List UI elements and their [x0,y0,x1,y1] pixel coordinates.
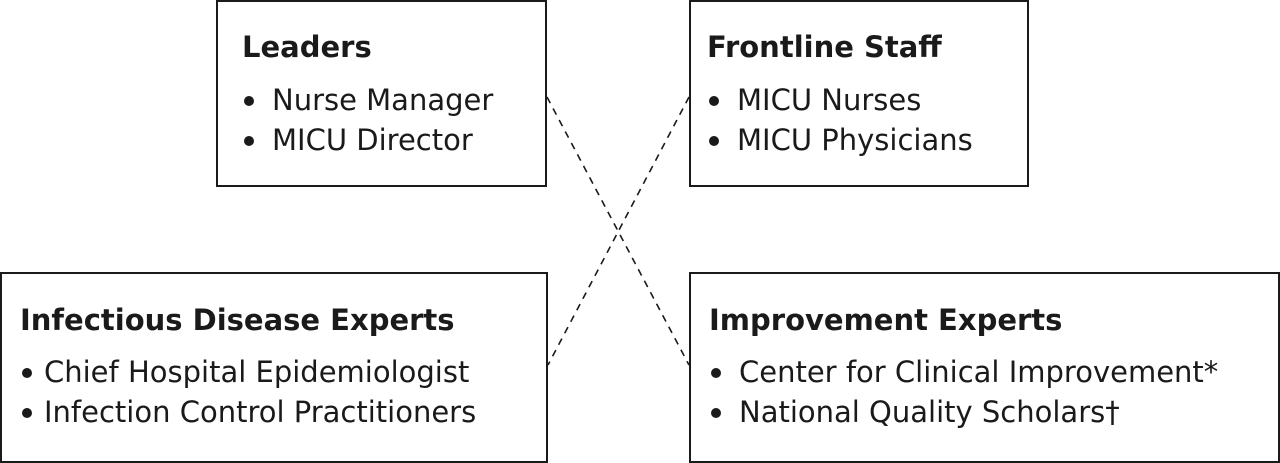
frontline-item-micu-nurses: MICU Nurses [707,80,973,120]
leaders-box: Leaders Nurse Manager MICU Director [216,0,547,187]
frontline-staff-list: MICU Nurses MICU Physicians [707,80,973,160]
leaders-item-nurse-manager: Nurse Manager [242,80,493,120]
infectious-item-infection-control: Infection Control Practitioners [20,392,476,432]
improvement-experts-box: Improvement Experts Center for Clinical … [689,272,1280,463]
improvement-experts-title: Improvement Experts [709,303,1063,337]
leaders-item-micu-director: MICU Director [242,120,493,160]
improvement-item-quality-scholars: National Quality Scholars† [709,392,1218,432]
infectious-item-chief-epidemiologist: Chief Hospital Epidemiologist [20,352,476,392]
connector-leaders-to-improvement [546,96,690,366]
frontline-item-micu-physicians: MICU Physicians [707,120,973,160]
connector-frontline-to-infectious [547,96,690,366]
infectious-disease-experts-list: Chief Hospital Epidemiologist Infection … [20,352,476,432]
improvement-item-clinical-improvement: Center for Clinical Improvement* [709,352,1218,392]
infectious-disease-experts-box: Infectious Disease Experts Chief Hospita… [0,272,548,463]
leaders-list: Nurse Manager MICU Director [242,80,493,160]
improvement-experts-list: Center for Clinical Improvement* Nationa… [709,352,1218,432]
infectious-disease-experts-title: Infectious Disease Experts [20,303,455,337]
leaders-title: Leaders [242,30,372,64]
frontline-staff-title: Frontline Staff [707,30,942,64]
frontline-staff-box: Frontline Staff MICU Nurses MICU Physici… [689,0,1029,187]
